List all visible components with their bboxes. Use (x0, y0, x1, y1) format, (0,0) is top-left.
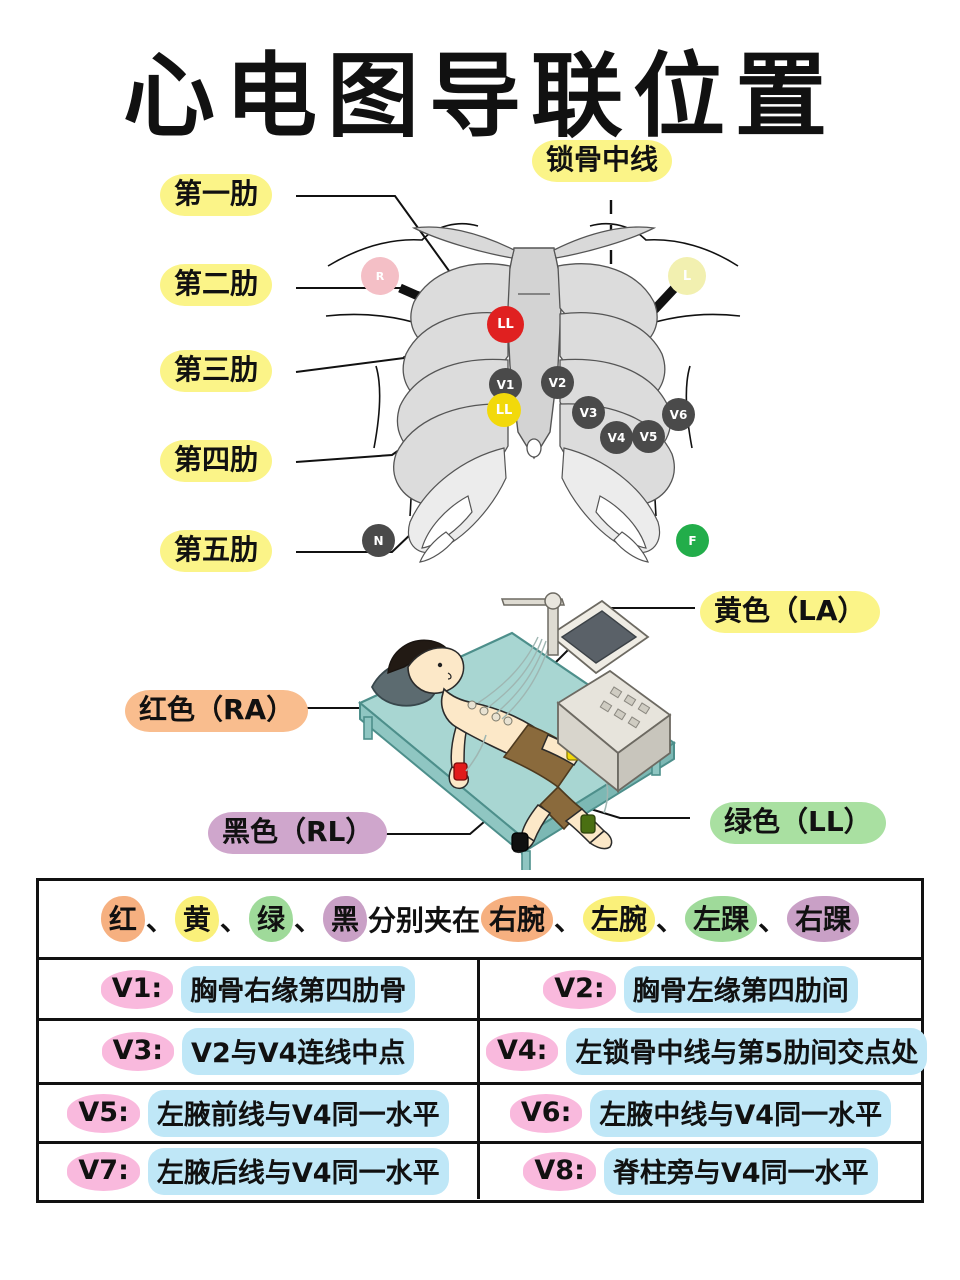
electrode-v2-label: V2 (548, 375, 567, 390)
label-rib-1-text: 第一肋 (174, 177, 259, 210)
summary-part-13: 、 (758, 904, 787, 937)
table-cell-v6[interactable]: V6: 左腋中线与V4同一水平 (480, 1085, 921, 1141)
electrode-v4[interactable]: V4 (600, 421, 633, 454)
table-cell-v2[interactable]: V2: 胸骨左缘第四肋间 (480, 960, 921, 1018)
label-yellow-la-text: 黄色（LA） (714, 594, 866, 627)
label-rib-3: 第三肋 (160, 350, 273, 393)
v3-tag: V3: (101, 1032, 175, 1071)
v1-tag: V1: (100, 969, 174, 1009)
electrode-v1-label: V1 (496, 377, 515, 392)
table-row: V7: 左腋后线与V4同一水平 V8: 脊柱旁与V4同一水平 (39, 1144, 921, 1199)
v4-tag: V4: (486, 1032, 559, 1071)
summary-part-3: 、 (219, 904, 248, 937)
electrode-v5-label: V5 (639, 429, 658, 444)
electrode-r[interactable]: R (361, 257, 399, 295)
label-red-ra-text: 红色（RA） (139, 693, 295, 726)
electrode-f-label: F (688, 533, 697, 548)
label-rib-3-text: 第三肋 (174, 353, 259, 386)
electrode-n-label: N (373, 533, 384, 548)
summary-part-5: 、 (293, 904, 322, 937)
v6-desc: 左腋中线与V4同一水平 (590, 1089, 892, 1137)
table-row: V1: 胸骨右缘第四肋骨 V2: 胸骨左缘第四肋间 (39, 960, 921, 1021)
summary-part-14: 右踝 (787, 896, 860, 942)
clip-red-right-wrist (453, 762, 468, 781)
table-cell-v4[interactable]: V4: 左锁骨中线与第5肋间交点处 (480, 1021, 933, 1082)
label-rib-5: 第五肋 (160, 530, 273, 573)
patient-bed-scene (357, 592, 677, 870)
label-midclavicular-line: 锁骨中线 (532, 140, 673, 183)
electrode-v6-label: V6 (669, 407, 688, 422)
label-midclavicular-text: 锁骨中线 (546, 143, 659, 176)
v7-tag: V7: (67, 1152, 140, 1191)
electrode-v5[interactable]: V5 (632, 420, 665, 453)
v3-desc: V2与V4连线中点 (182, 1028, 415, 1075)
electrode-v3-label: V3 (579, 405, 598, 420)
page-title: 心电图导联位置 (122, 43, 837, 150)
table-cell-v8[interactable]: V8: 脊柱旁与V4同一水平 (480, 1144, 921, 1199)
table-cell-v5[interactable]: V5: 左腋前线与V4同一水平 (39, 1085, 480, 1141)
table-cell-v7[interactable]: V7: 左腋后线与V4同一水平 (39, 1144, 480, 1199)
label-rib-2: 第二肋 (160, 264, 273, 307)
summary-part-0: 红 (100, 896, 145, 942)
label-rib-1: 第一肋 (160, 174, 273, 217)
v8-tag: V8: (523, 1152, 596, 1191)
label-black-rl-text: 黑色（RL） (222, 815, 374, 848)
electrode-r-label: R (375, 269, 385, 283)
lead-placement-table: 红、黄、绿、黑分别夹在右腕、左腕、左踝、右踝 V1: 胸骨右缘第四肋骨 V2: … (36, 878, 928, 1203)
summary-part-10: 左腕 (583, 896, 656, 942)
electrode-ll-red-label: LL (497, 317, 514, 332)
table-row-summary: 红、黄、绿、黑分别夹在右腕、左腕、左踝、右踝 (39, 881, 921, 960)
v4-desc: 左锁骨中线与第5肋间交点处 (566, 1028, 928, 1075)
table-row: V5: 左腋前线与V4同一水平 V6: 左腋中线与V4同一水平 (39, 1085, 921, 1144)
electrode-v2[interactable]: V2 (541, 366, 574, 399)
v5-desc: 左腋前线与V4同一水平 (147, 1089, 449, 1137)
electrode-v4-label: V4 (607, 430, 626, 445)
v5-tag: V5: (67, 1093, 140, 1133)
table-row: V3: V2与V4连线中点 V4: 左锁骨中线与第5肋间交点处 (39, 1021, 928, 1085)
clip-black-right-ankle (511, 832, 529, 852)
electrode-l[interactable]: L (668, 257, 706, 295)
table-cell-v3[interactable]: V3: V2与V4连线中点 (39, 1021, 480, 1082)
summary-part-11: 、 (656, 904, 685, 937)
table-cell-v1[interactable]: V1: 胸骨右缘第四肋骨 (39, 960, 480, 1018)
summary-part-9: 、 (554, 904, 583, 937)
electrode-f[interactable]: F (676, 524, 709, 557)
v8-desc: 脊柱旁与V4同一水平 (603, 1148, 878, 1195)
label-green-ll: 绿色（LL） (710, 802, 886, 845)
label-rib-5-text: 第五肋 (174, 533, 259, 566)
v2-tag: V2: (543, 969, 616, 1009)
label-black-rl: 黑色（RL） (208, 812, 388, 855)
v6-tag: V6: (509, 1093, 583, 1133)
summary-part-7: 分别夹在 (367, 904, 480, 937)
electrode-ll-red[interactable]: LL (487, 306, 524, 343)
v1-desc: 胸骨右缘第四肋骨 (181, 965, 416, 1013)
clip-green-left-ankle (580, 814, 596, 834)
label-green-ll-text: 绿色（LL） (724, 805, 872, 838)
electrode-v6[interactable]: V6 (662, 398, 695, 431)
electrode-v3[interactable]: V3 (572, 396, 605, 429)
electrode-n[interactable]: N (362, 524, 395, 557)
summary-part-8: 右腕 (481, 896, 554, 942)
label-rib-4-text: 第四肋 (174, 443, 259, 476)
summary-part-1: 、 (145, 904, 174, 937)
label-yellow-la: 黄色（LA） (700, 591, 880, 634)
label-rib-2-text: 第二肋 (174, 267, 259, 300)
label-rib-4: 第四肋 (160, 440, 273, 483)
v7-desc: 左腋后线与V4同一水平 (147, 1148, 449, 1195)
summary-part-4: 绿 (248, 896, 293, 942)
table-cell-summary: 红、黄、绿、黑分别夹在右腕、左腕、左踝、右踝 (39, 881, 921, 957)
electrode-ll-yellow-label: LL (495, 402, 513, 418)
summary-part-12: 左踝 (685, 896, 758, 942)
label-red-ra: 红色（RA） (125, 690, 309, 733)
rib-cage-diagram (325, 222, 741, 563)
electrode-l-label: L (682, 268, 692, 284)
v2-desc: 胸骨左缘第四肋间 (623, 965, 858, 1013)
summary-part-2: 黄 (174, 896, 219, 942)
electrode-ll-yellow[interactable]: LL (487, 393, 521, 427)
summary-text: 红、黄、绿、黑分别夹在右腕、左腕、左踝、右踝 (100, 896, 860, 942)
summary-part-6: 黑 (322, 896, 367, 942)
